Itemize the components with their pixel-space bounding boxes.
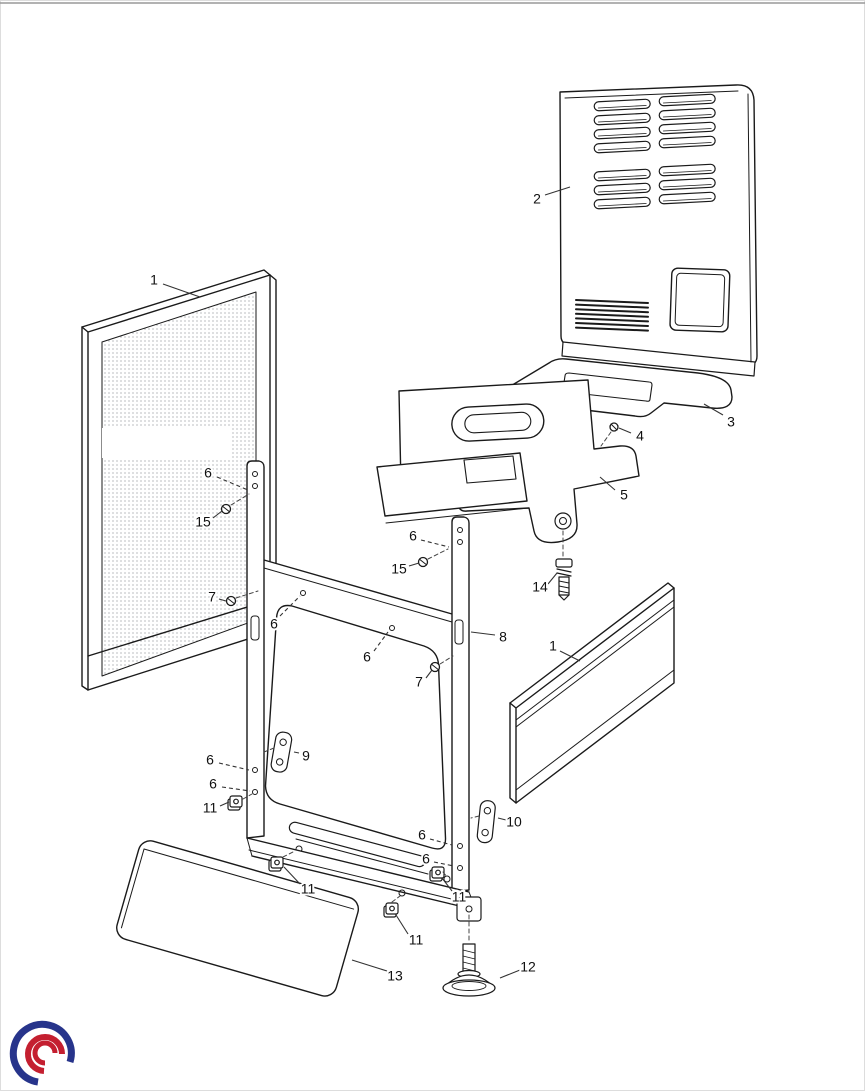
frame-opening xyxy=(264,604,447,850)
panel-reflection-band xyxy=(102,428,232,458)
leader-line-part-6 xyxy=(218,762,250,771)
bolt-14 xyxy=(555,558,573,601)
front-frame xyxy=(246,460,482,922)
window-opening xyxy=(669,267,731,333)
frame-bottom-slot xyxy=(288,821,426,868)
leader-line-part-7 xyxy=(218,598,227,602)
leader-line-part-11 xyxy=(283,866,301,885)
leader-line-part-4 xyxy=(618,427,632,434)
leader-line-part-9 xyxy=(293,751,300,754)
part-number-12: 12 xyxy=(520,959,536,975)
part-number-7: 7 xyxy=(415,674,423,690)
part-number-6: 6 xyxy=(270,616,278,632)
screw-7-a xyxy=(225,595,237,607)
leader-line-part-1 xyxy=(162,283,201,298)
leader-line-part-15 xyxy=(408,562,420,567)
part-number-6: 6 xyxy=(209,776,217,792)
leader-line-part-6 xyxy=(373,631,389,652)
leader-line-part-1 xyxy=(559,650,581,662)
part-number-3: 3 xyxy=(727,414,735,430)
leader-line-part-10 xyxy=(497,817,507,821)
leader-line-part-7 xyxy=(425,669,433,679)
part-number-6: 6 xyxy=(422,851,430,867)
foot-mount-tab xyxy=(456,896,482,922)
vent-slats-lower xyxy=(575,299,649,332)
side-panel-right xyxy=(509,582,675,804)
leader-line-part-6 xyxy=(429,838,453,846)
bracket-handle-cutout xyxy=(451,403,545,442)
part-number-2: 2 xyxy=(533,191,541,207)
part-number-11: 11 xyxy=(452,889,467,905)
logo-red-swirl-inner xyxy=(32,1040,58,1066)
part-number-6: 6 xyxy=(418,827,426,843)
leader-line-part-14 xyxy=(547,572,558,585)
part-number-6: 6 xyxy=(363,649,371,665)
part-number-1: 1 xyxy=(150,272,158,288)
leader-line-part-6 xyxy=(221,786,251,792)
leveling-foot xyxy=(442,943,496,997)
leader-line-part-11 xyxy=(441,877,453,892)
part-number-8: 8 xyxy=(499,629,507,645)
leader-line-part-5 xyxy=(599,476,616,491)
clip-11-c xyxy=(429,866,445,882)
logo-red-swirl-outer xyxy=(25,1034,65,1074)
leader-line-part-3 xyxy=(703,403,724,416)
leader-line-part-11 xyxy=(395,914,409,935)
part-number-6: 6 xyxy=(409,528,417,544)
clip-11-b xyxy=(268,856,284,872)
brand-logo xyxy=(9,1020,75,1086)
screw-15-b xyxy=(417,556,429,568)
assembly-dashed-lines xyxy=(230,431,612,943)
part-number-5: 5 xyxy=(620,487,628,503)
part-number-6: 6 xyxy=(204,465,212,481)
screw-15-a xyxy=(220,503,232,515)
leader-line-part-6 xyxy=(279,595,301,617)
part-number-11: 11 xyxy=(301,881,316,897)
leader-line-part-6 xyxy=(216,476,249,491)
part-number-9: 9 xyxy=(302,748,310,764)
support-bracket xyxy=(376,379,640,544)
leader-line-part-13 xyxy=(351,959,388,972)
part-number-7: 7 xyxy=(208,589,216,605)
part-number-11: 11 xyxy=(409,932,424,948)
leader-line-part-15 xyxy=(212,510,223,519)
part-number-10: 10 xyxy=(506,814,522,830)
part-number-14: 14 xyxy=(532,579,548,595)
bracket-10 xyxy=(476,800,496,844)
part-number-1: 1 xyxy=(549,638,557,654)
side-panel-left xyxy=(81,269,277,691)
screw-4 xyxy=(609,422,619,432)
part-number-13: 13 xyxy=(387,968,403,984)
part-number-4: 4 xyxy=(636,428,644,444)
back-panel xyxy=(559,84,758,377)
clip-11-d xyxy=(383,902,399,918)
leader-line-part-6 xyxy=(420,539,450,548)
leader-line-part-6 xyxy=(433,861,455,867)
leader-line-part-2 xyxy=(544,186,571,196)
logo-blue-swirl xyxy=(9,1020,75,1086)
part-number-11: 11 xyxy=(203,800,218,816)
part-number-6: 6 xyxy=(206,752,214,768)
part-number-15: 15 xyxy=(195,514,211,530)
leader-line-part-8 xyxy=(470,631,496,636)
bracket-9 xyxy=(270,731,293,773)
lower-front-panel xyxy=(116,840,360,997)
leader-line-part-11 xyxy=(219,801,230,807)
leader-line-part-12 xyxy=(499,969,521,979)
part-number-15: 15 xyxy=(391,561,407,577)
clip-11-a xyxy=(227,795,243,811)
